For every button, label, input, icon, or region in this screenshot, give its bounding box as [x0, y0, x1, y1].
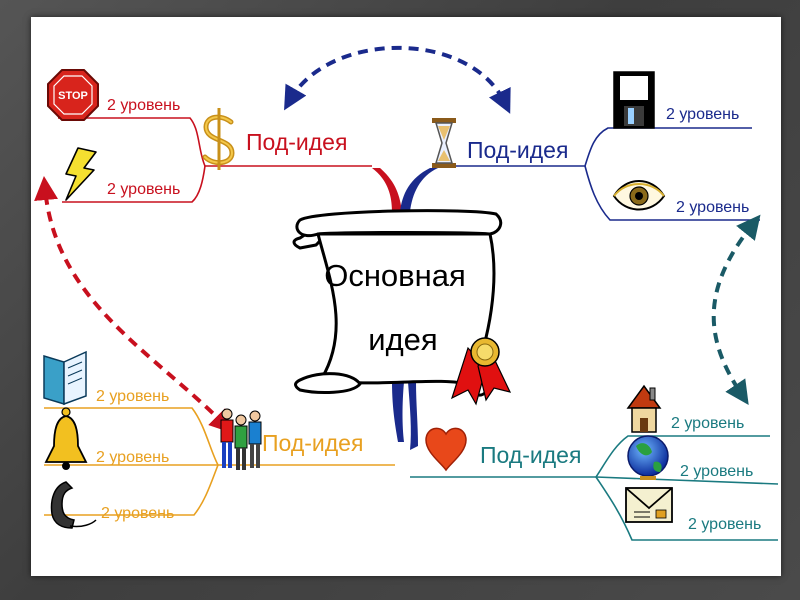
stop-sign-text: STOP — [58, 90, 88, 102]
right-arrow — [711, 214, 761, 405]
telephone-icon — [50, 481, 97, 529]
subidea-top-right-label: Под-идея — [467, 137, 568, 163]
level2-label-tr-1: 2 уровень — [666, 106, 739, 123]
people-icon — [220, 408, 262, 470]
dollar-icon — [202, 108, 235, 170]
hourglass-icon — [432, 118, 456, 168]
level2-label-bl-1: 2 уровень — [96, 388, 169, 405]
bell-icon — [44, 407, 88, 470]
level2-label-br-1: 2 уровень — [671, 415, 744, 432]
level2-label-br-2: 2 уровень — [680, 463, 753, 480]
stop-sign-icon: STOP — [47, 69, 99, 121]
center-ribbons — [372, 168, 438, 450]
level2-label-tr-2: 2 уровень — [676, 199, 749, 216]
house-icon — [626, 384, 662, 433]
branch-lines-top-right — [438, 127, 760, 221]
level2-label-tl-2: 2 уровень — [107, 181, 180, 198]
level2-label-tl-1: 2 уровень — [107, 97, 180, 114]
left-arrow — [34, 176, 234, 434]
subidea-bottom-right-label: Под-идея — [480, 442, 581, 468]
envelope-icon — [625, 487, 673, 523]
arrows — [34, 45, 761, 434]
globe-icon — [627, 435, 669, 480]
subidea-top-left-label: Под-идея — [246, 129, 347, 155]
subidea-bottom-left-label: Под-идея — [262, 430, 363, 456]
top-arrow — [284, 45, 511, 114]
book-icon — [43, 350, 87, 406]
center-idea-line2: идея — [368, 322, 437, 357]
level2-label-br-3: 2 уровень — [688, 516, 761, 533]
center-scroll — [292, 209, 503, 397]
branch-lines-bottom-right — [410, 435, 779, 541]
lightning-icon — [65, 147, 97, 201]
level2-label-bl-2: 2 уровень — [96, 449, 169, 466]
center-seal-icon — [450, 337, 512, 406]
level2-label-bl-3: 2 уровень — [101, 505, 174, 522]
heart-icon — [425, 427, 467, 472]
eye-icon — [612, 180, 666, 211]
floppy-disk-icon — [613, 71, 655, 129]
center-idea-line1: Основная — [324, 258, 466, 293]
